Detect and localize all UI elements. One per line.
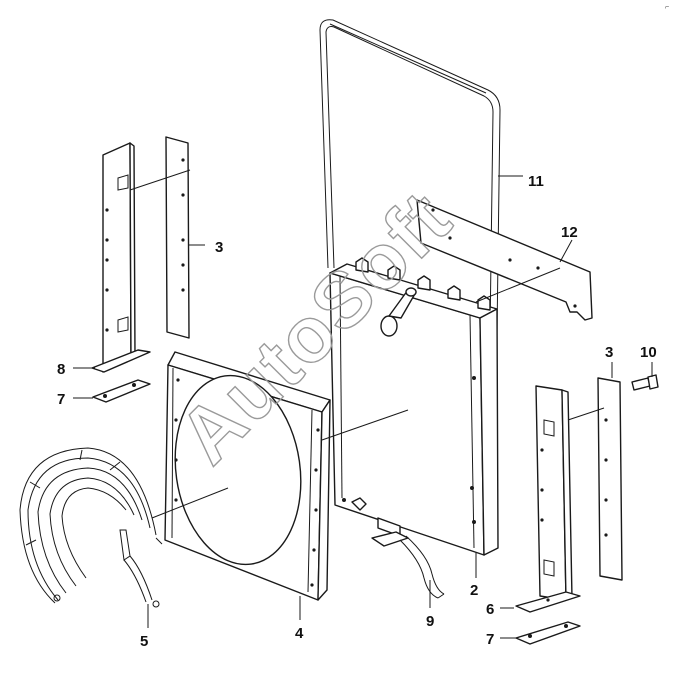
fan-guard-part [19,447,163,608]
callout-3-left: 3 [215,239,223,256]
callout-2: 2 [470,582,478,599]
hose-part [371,531,445,599]
radiator-core-part [329,257,499,556]
callout-3-right: 3 [605,344,613,361]
callout-12: 12 [561,224,578,241]
top-plate-part [416,199,593,321]
right-support-bracket-part [515,385,581,613]
callout-7-left: 7 [57,391,65,408]
callout-5: 5 [140,633,148,650]
callout-7-right: 7 [486,631,494,648]
left-side-strip-part [165,136,190,339]
right-side-strip-part [597,377,623,581]
right-shim-plate-part [515,621,581,645]
left-support-bracket-part [91,142,151,373]
callout-9: 9 [426,613,434,630]
callout-11: 11 [528,173,544,190]
callout-4: 4 [295,625,304,642]
bolt-part [631,374,659,391]
callout-10: 10 [640,344,657,361]
callout-6: 6 [486,601,494,618]
corner-mark: ⌐ [665,4,669,11]
leader-lines [73,169,653,639]
seal-frame-part [319,19,501,334]
callout-8: 8 [57,361,65,378]
left-shim-plate-part [92,379,151,403]
fan-shroud-part [164,351,331,601]
